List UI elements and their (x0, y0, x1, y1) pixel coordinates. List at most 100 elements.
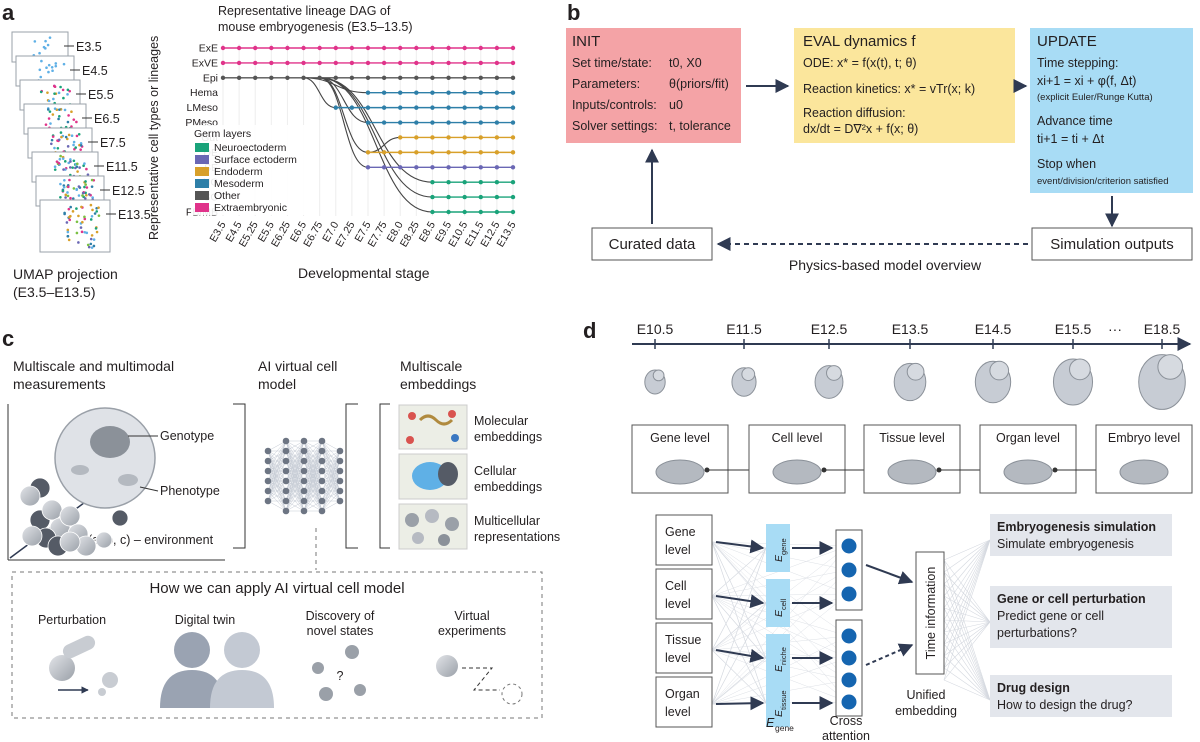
application-label-line2: novel states (307, 624, 374, 638)
svg-text:Extraembryonic: Extraembryonic (214, 202, 287, 214)
model-title-line2: model (258, 376, 296, 392)
application-label-line1: Perturbation (38, 613, 106, 627)
svg-text:cell: cell (779, 598, 788, 610)
embryo-illustration (814, 365, 844, 399)
simulation-outputs-label: Simulation outputs (1050, 236, 1173, 253)
attention-node (841, 538, 857, 554)
init-row-value: t0, X0 (669, 56, 702, 70)
level-box-cell-level: Cell level (748, 424, 846, 494)
svg-text:level: level (665, 597, 691, 611)
update-box (1030, 28, 1193, 193)
embeddings-title-line1: Multiscale (400, 358, 462, 374)
svg-text:level: level (665, 543, 691, 557)
level-box-gene-level: Gene level (631, 424, 729, 494)
attention-node (841, 586, 857, 602)
application-label-line1: Virtual (454, 609, 489, 623)
timeline-stage-label: E12.5 (811, 321, 848, 337)
legend-item-mesoderm: Mesoderm (195, 178, 264, 190)
embedding-label-line1: Multicellular (474, 514, 540, 528)
curated-data-label: Curated data (609, 236, 696, 253)
level-box-organ-level: Organ level (979, 424, 1077, 494)
legend-item-surface-ectoderm: Surface ectoderm (195, 154, 297, 166)
applications-box (11, 571, 543, 719)
init-row-value: θ(priors/fit) (669, 77, 729, 91)
embryo-illustration (893, 362, 927, 402)
svg-text:Cell level: Cell level (772, 431, 823, 445)
time-information-box (915, 551, 945, 675)
svg-text:Cell: Cell (665, 579, 687, 593)
timeline-stage-label: E13.5 (892, 321, 929, 337)
umap-stage-label: E12.5 (112, 184, 145, 198)
application-label-line2: experiments (438, 624, 506, 638)
dag-title-line1: Representative lineage DAG of (218, 4, 391, 18)
umap-stage-label: E5.5 (88, 88, 114, 102)
panel-c: c Multiscale and multimodal measurements… (2, 326, 560, 719)
umap-stage-label: E7.5 (100, 136, 126, 150)
update-advance: Advance time (1037, 114, 1113, 128)
measurements-title-line1: Multiscale and multimodal (13, 358, 174, 374)
attention-node (841, 672, 857, 688)
eval-box (794, 28, 1015, 143)
embedding-label-line2: embeddings (474, 480, 542, 494)
umap-frame-E13.5: E13.5 (39, 199, 151, 253)
lineage-label: Epi (203, 72, 218, 84)
embedding-label-line2: representations (474, 530, 560, 544)
lineage-row-ExVE: ExVE (192, 57, 516, 69)
svg-text:level: level (665, 651, 691, 665)
umap-title: UMAP projection (13, 266, 118, 282)
lineage-row-LMeso: LMeso (186, 102, 516, 114)
panel-c-label: c (2, 326, 14, 351)
phenotype-label: Phenotype (160, 484, 220, 498)
svg-text:How to design the drug?: How to design the drug? (997, 698, 1133, 712)
update-stop: Stop when (1037, 157, 1096, 171)
update-time-stepping: Time stepping: (1037, 56, 1119, 70)
update-stop-note: event/division/criterion satisfied (1037, 176, 1168, 187)
eval-kinetics: Reaction kinetics: x* = vTr(x; k) (803, 82, 975, 96)
eval-diffusion: dx/dt = D∇²x + f(x; θ) (803, 122, 918, 136)
timeline-stage-label: ··· (1108, 321, 1122, 337)
application-label-line1: Discovery of (306, 609, 375, 623)
svg-text:Simulate embryogenesis: Simulate embryogenesis (997, 537, 1134, 551)
attention-node (841, 628, 857, 644)
svg-text:Neuroectoderm: Neuroectoderm (214, 142, 287, 154)
legend-item-endoderm: Endoderm (195, 166, 263, 178)
svg-text:E: E (773, 664, 785, 672)
lineage-row-ExE: ExE (199, 43, 516, 55)
dag-y-axis-label: Representative cell types or lineages (147, 36, 161, 240)
svg-text:gene: gene (779, 538, 788, 555)
embedding-label-line2: embeddings (474, 430, 542, 444)
svg-text:Tissue: Tissue (665, 633, 701, 647)
cross-attention-line1: Cross (830, 714, 863, 728)
init-row-value: t, tolerance (669, 119, 731, 133)
init-row-label: Solver settings: (572, 119, 657, 133)
cell-cluster-illustration (19, 477, 129, 557)
umap-stage-label: E4.5 (82, 64, 108, 78)
timeline-stage-label: E15.5 (1055, 321, 1092, 337)
simulation-outputs-box (1031, 227, 1193, 261)
svg-text:Embryo level: Embryo level (1108, 431, 1180, 445)
eval-diffusion-title: Reaction diffusion: (803, 106, 906, 120)
unified-embedding-line1: Unified (907, 688, 946, 702)
time-information-label: Time information (924, 567, 938, 660)
embedding-label-line1: Molecular (474, 414, 528, 428)
init-title: INIT (572, 33, 600, 50)
svg-text:Gene or cell perturbation: Gene or cell perturbation (997, 592, 1146, 606)
embedding-label-line1: Cellular (474, 464, 516, 478)
cross-attention-line2: attention (822, 729, 870, 742)
cell-illustration (54, 407, 156, 509)
embryo-illustration (1052, 358, 1094, 406)
dag-x-axis-label: Developmental stage (298, 265, 430, 281)
neural-network-illustration (264, 437, 344, 515)
svg-text:Surface ectoderm: Surface ectoderm (214, 154, 297, 166)
svg-text:Endoderm: Endoderm (214, 166, 263, 178)
lineage-row-Hema: Hema (190, 87, 516, 99)
environment-label: (a, b, c) – environment (88, 533, 214, 547)
svg-text:Embryogenesis simulation: Embryogenesis simulation (997, 520, 1156, 534)
timeline-stage-label: E11.5 (726, 321, 762, 337)
embeddings-title-line2: embeddings (400, 376, 476, 392)
